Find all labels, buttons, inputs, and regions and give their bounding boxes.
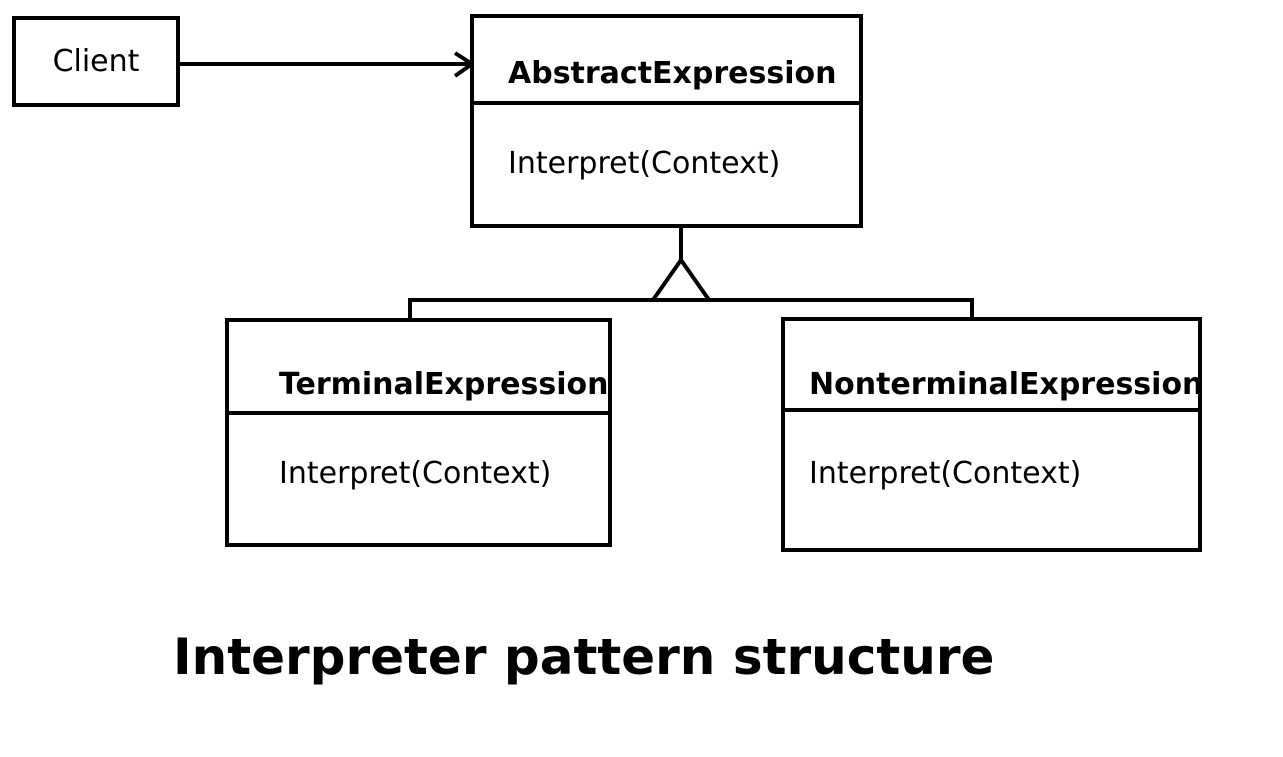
terminal-expression-class: TerminalExpression Interpret(Context) (225, 318, 612, 547)
terminal-expression-method: Interpret(Context) (279, 456, 552, 491)
nonterminal-expression-class: NonterminalExpression Interpret(Context) (781, 317, 1204, 552)
terminal-expression-name: TerminalExpression (279, 367, 609, 402)
nonterminal-expression-method: Interpret(Context) (809, 456, 1082, 491)
abstract-expression-header (474, 18, 859, 105)
abstract-expression-method: Interpret(Context) (508, 146, 781, 181)
abstract-expression-class: AbstractExpression Interpret(Context) (470, 14, 863, 228)
client-box: Client (12, 16, 180, 107)
diagram-caption: Interpreter pattern structure (173, 628, 995, 686)
abstract-expression-name: AbstractExpression (508, 56, 837, 91)
nonterminal-expression-name: NonterminalExpression (809, 367, 1204, 402)
nonterminal-expression-header (785, 321, 1198, 412)
inheritance-triangle (649, 256, 713, 302)
terminal-expression-header (229, 322, 608, 415)
client-label: Client (52, 44, 140, 79)
